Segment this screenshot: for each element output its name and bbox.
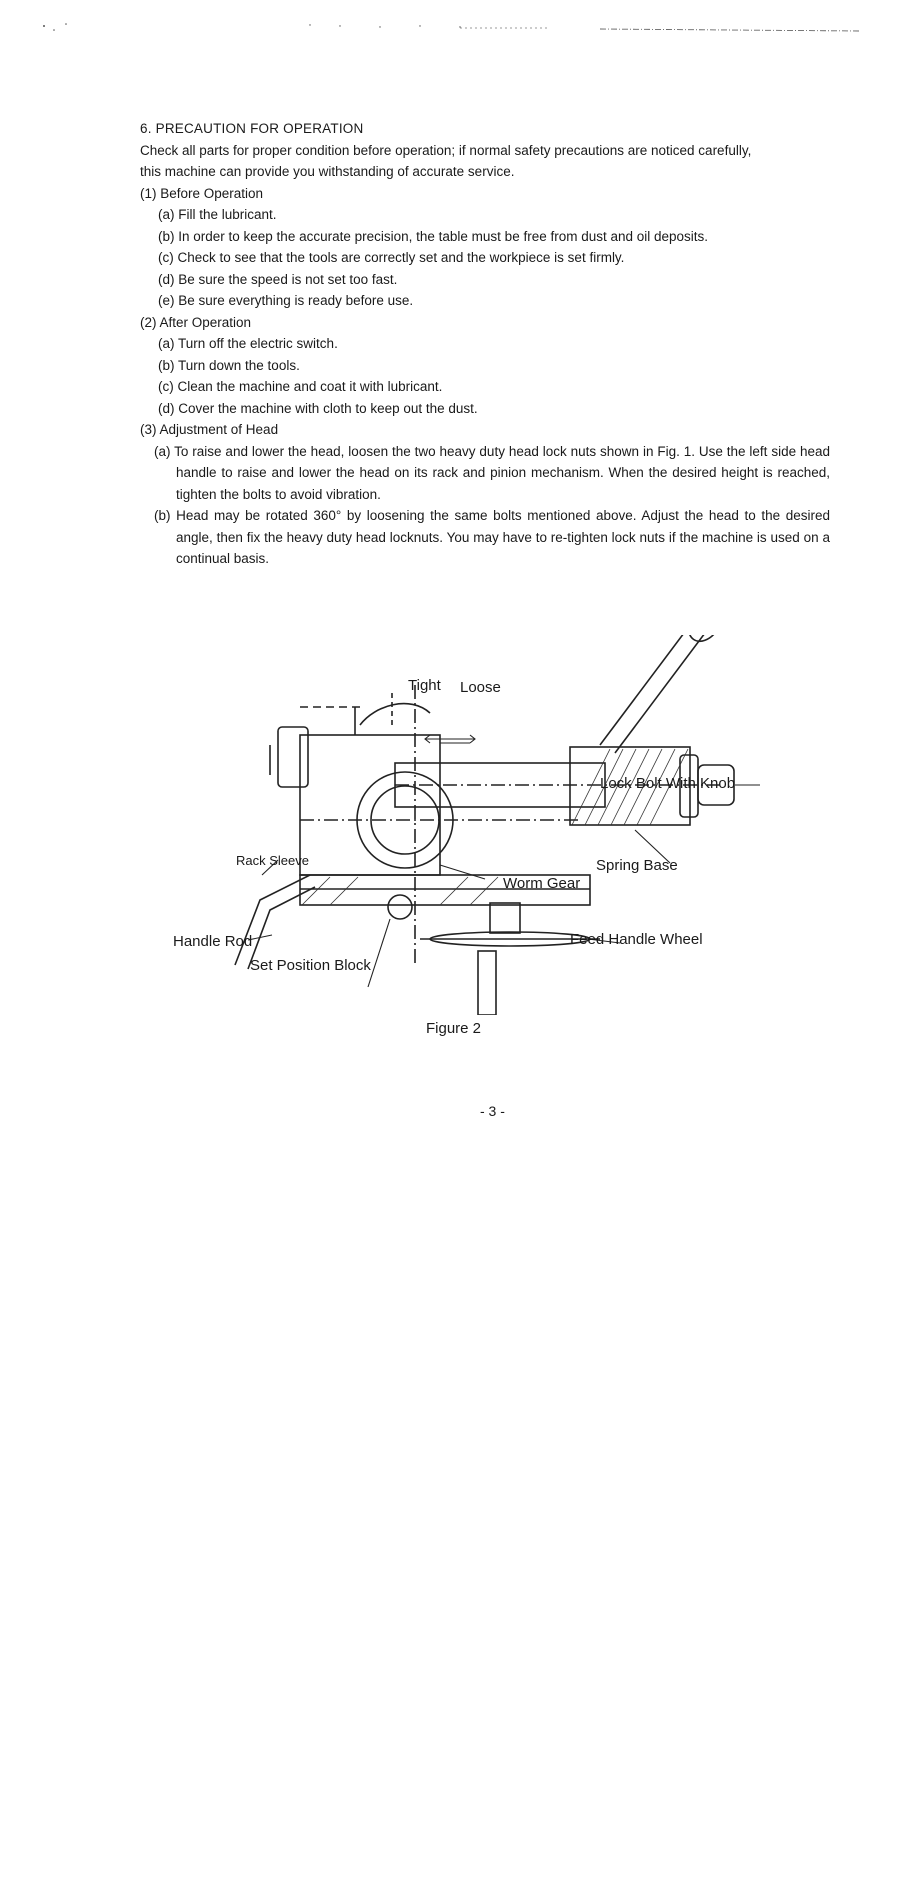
list-item: (d) Be sure the speed is not set too fas… [158,271,398,287]
list-item: (c) Check to see that the tools are corr… [158,250,625,265]
label-lock-bolt: Lock Bolt With Knob [600,775,736,792]
figure-caption: Figure 2 [426,1020,482,1037]
subsection-title-after: (2) After Operation [140,314,252,330]
intro-text: this machine can provide you withstandin… [140,164,515,179]
label-loose: Loose [460,679,501,696]
figure-2-diagram: Tight Loose Lock Bolt With Knob Rack Sle… [160,635,850,1015]
section-heading: 6. PRECAUTION FOR OPERATION [140,121,364,136]
list-item: (a) Fill the lubricant. [158,207,277,222]
page-number: - 3 - [480,1103,505,1119]
label-feed-handle-wheel: Feed Handle Wheel [570,931,703,948]
scan-noise [43,23,860,32]
label-handle-rod: Handle Rod [173,933,253,950]
list-item: (d) Cover the machine with cloth to keep… [158,400,478,416]
list-item: (b) Turn down the tools. [158,357,300,373]
subsection-title-before: (1) Before Operation [140,185,264,201]
precaution-section: 6. PRECAUTION FOR OPERATION Check all pa… [140,118,830,570]
intro-text: Check all parts for proper condition bef… [140,142,752,158]
label-set-position-block: Set Position Block [250,957,371,974]
list-item: (e) Be sure everything is ready before u… [158,293,414,308]
label-rack-sleeve: Rack Sleeve [236,853,309,868]
subsection-title-adjust: (3) Adjustment of Head [140,422,279,437]
list-item: (c) Clean the machine and coat it with l… [158,379,443,394]
label-worm-gear: Worm Gear [503,875,581,892]
list-item: (b) In order to keep the accurate precis… [158,228,709,244]
label-spring-base: Spring Base [596,857,678,874]
list-item: (b) Head may be rotated 360° by loosenin… [154,508,830,566]
list-item: (a) Turn off the electric switch. [158,336,338,351]
list-item: (a) To raise and lower the head, loosen … [154,443,830,502]
head-mechanism-drawing [234,635,760,1015]
label-tight: Tight [408,677,441,694]
